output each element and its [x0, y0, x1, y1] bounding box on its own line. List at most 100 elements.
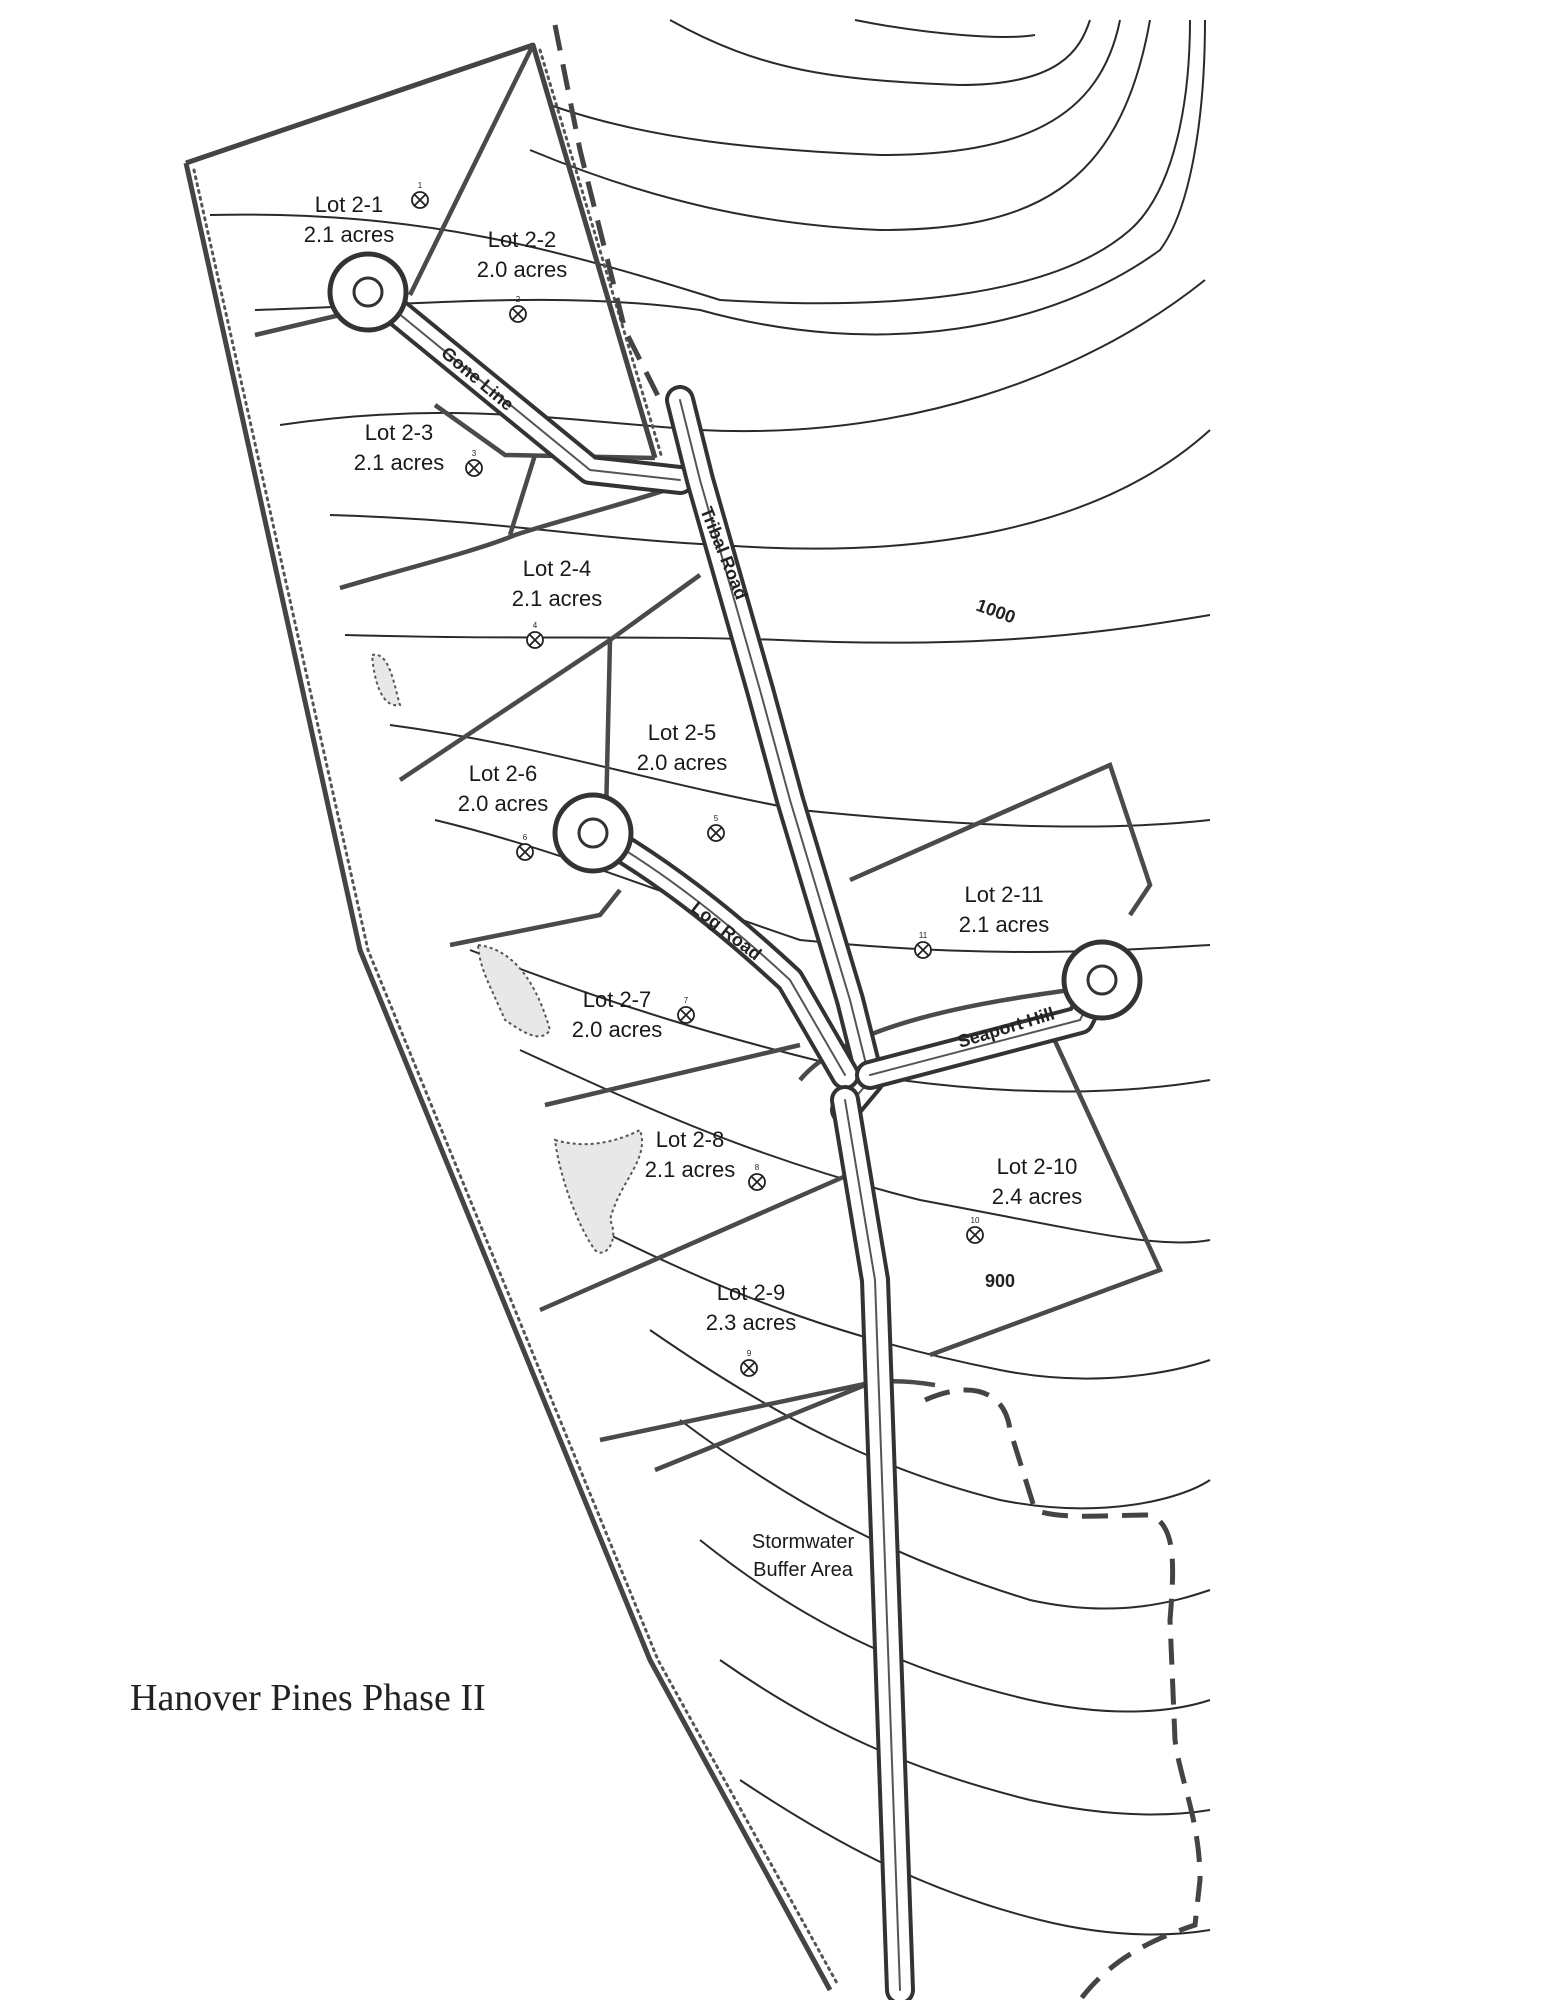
marker-2: 2 [509, 295, 527, 323]
lot-2-1-acres: 2.1 acres [304, 222, 395, 247]
road-gone-line-edge [369, 289, 681, 481]
lot-2-11-acres: 2.1 acres [959, 912, 1050, 937]
marker-8: 8 [748, 1163, 766, 1191]
lot-2-8-name: Lot 2-8 [656, 1127, 725, 1152]
lot-2-8: Lot 2-8 2.1 acres [645, 1127, 736, 1182]
lot-2-3: Lot 2-3 2.1 acres [354, 420, 445, 475]
lot-2-10-acres: 2.4 acres [992, 1184, 1083, 1209]
contour-line [279, 279, 1206, 433]
contour-line [679, 1419, 1211, 1610]
easement-line [923, 1387, 1203, 2000]
lot-2-2-name: Lot 2-2 [488, 227, 557, 252]
lot-line [407, 44, 536, 296]
lot-2-7-name: Lot 2-7 [583, 987, 652, 1012]
cul-de-sac [327, 251, 409, 333]
contour-line [344, 614, 1211, 644]
roads [327, 251, 1143, 2000]
marker-8-number: 8 [755, 1163, 760, 1172]
lot-line [507, 454, 538, 536]
lot-2-10: Lot 2-10 2.4 acres [992, 1154, 1083, 1209]
stormwater-label-line2: Buffer Area [753, 1559, 854, 1581]
stormwater-label-line1: Stormwater [752, 1531, 855, 1553]
lot-line [849, 761, 1153, 917]
marker-1-number: 1 [418, 181, 423, 190]
marker-7: 7 [677, 996, 695, 1024]
lot-2-5-acres: 2.0 acres [637, 750, 728, 775]
stone-wall [538, 48, 664, 460]
lot-2-6-acres: 2.0 acres [458, 791, 549, 816]
lot-line [599, 1382, 861, 1443]
lot-2-8-acres: 2.1 acres [645, 1157, 736, 1182]
cul-de-sac [1061, 939, 1143, 1021]
contour-label-1000: 1000 [974, 595, 1018, 627]
lot-line [254, 312, 341, 338]
lot-2-9: Lot 2-9 2.3 acres [706, 1280, 797, 1335]
contour-line [549, 19, 1121, 157]
contour-label-900: 900 [985, 1271, 1015, 1291]
marker-10: 10 [966, 1216, 984, 1244]
wetland-patch [553, 1128, 643, 1254]
contour-line [739, 1779, 1211, 1936]
lot-2-5-name: Lot 2-5 [648, 720, 717, 745]
lot-2-4: Lot 2-4 2.1 acres [512, 556, 603, 611]
road-main-south-edge [844, 1099, 901, 1991]
lot-2-4-acres: 2.1 acres [512, 586, 603, 611]
marker-5-number: 5 [714, 814, 719, 823]
wetland-patch [370, 653, 402, 707]
lot-line [544, 1042, 801, 1108]
lot-2-2-acres: 2.0 acres [477, 257, 568, 282]
road-label-gone: Gone Line [437, 343, 517, 415]
contour-line [649, 1329, 1211, 1510]
contour-line [254, 19, 1206, 336]
lot-line [449, 888, 622, 948]
lot-2-2: Lot 2-2 2.0 acres [477, 227, 568, 282]
lot-2-4-name: Lot 2-4 [523, 556, 592, 581]
lot-line [929, 1029, 1164, 1358]
marker-5: 5 [707, 814, 725, 842]
lot-2-11-name: Lot 2-11 [964, 882, 1043, 907]
cul-de-sac [552, 792, 634, 874]
contour-line [599, 1229, 1211, 1380]
marker-4: 4 [526, 621, 544, 649]
lot-2-7-acres: 2.0 acres [572, 1017, 663, 1042]
marker-10-number: 10 [971, 1216, 980, 1225]
contour-line [529, 19, 1151, 232]
lot-2-6-name: Lot 2-6 [469, 761, 538, 786]
lot-2-3-name: Lot 2-3 [365, 420, 434, 445]
lot-2-10-name: Lot 2-10 [997, 1154, 1078, 1179]
lot-2-11: Lot 2-11 2.1 acres [959, 882, 1050, 937]
marker-6: 6 [516, 833, 534, 861]
lot-line [654, 1372, 891, 1473]
marker-11: 11 [914, 931, 932, 959]
marker-4-number: 4 [533, 621, 538, 630]
marker-11-number: 11 [919, 931, 928, 940]
marker-3: 3 [465, 449, 483, 477]
stone-wall [192, 168, 840, 1987]
lot-2-6: Lot 2-6 2.0 acres [458, 761, 549, 816]
marker-2-number: 2 [516, 295, 521, 304]
marker-3-number: 3 [472, 449, 477, 458]
lot-2-9-name: Lot 2-9 [717, 1280, 786, 1305]
contour-line [669, 19, 1091, 87]
contour-line [699, 1539, 1211, 1713]
lot-2-1-name: Lot 2-1 [315, 192, 384, 217]
easement-line [552, 24, 663, 402]
lot-2-1: Lot 2-1 2.1 acres [304, 192, 395, 247]
lot-2-5: Lot 2-5 2.0 acres [637, 720, 728, 775]
lot-2-9-acres: 2.3 acres [706, 1310, 797, 1335]
contour-line [329, 429, 1211, 550]
lot-2-3-acres: 2.1 acres [354, 450, 445, 475]
marker-1: 1 [411, 181, 429, 209]
marker-6-number: 6 [523, 833, 528, 842]
lot-2-7: Lot 2-7 2.0 acres [572, 987, 663, 1042]
contour-lines [209, 19, 1211, 1936]
lot-line [339, 482, 681, 591]
marker-9-number: 9 [747, 1349, 752, 1358]
wetland-areas [370, 653, 643, 1254]
marker-9: 9 [740, 1349, 758, 1377]
marker-7-number: 7 [684, 996, 689, 1005]
contour-line [854, 19, 1036, 38]
contour-line [209, 19, 1191, 305]
lot-lines [254, 44, 1164, 1473]
